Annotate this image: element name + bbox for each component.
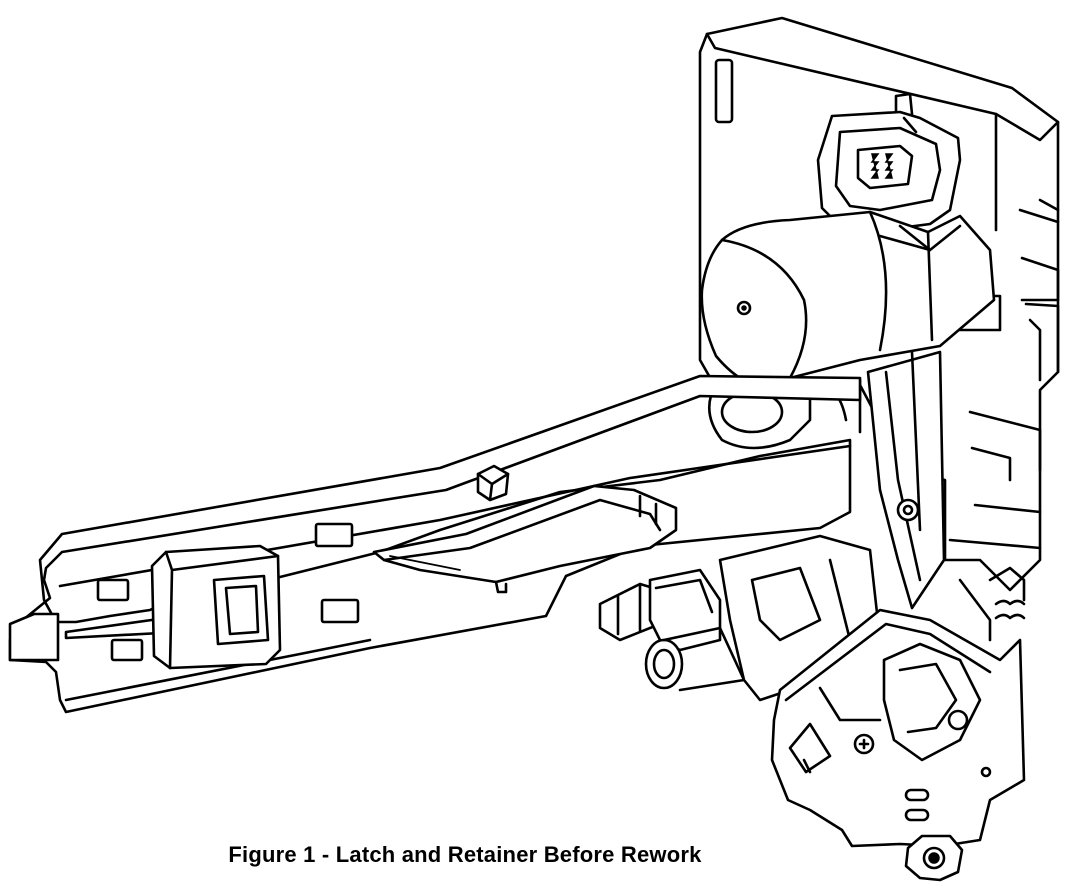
- release-lever: [372, 484, 678, 594]
- figure-caption: Figure 1 - Latch and Retainer Before Rew…: [228, 842, 702, 867]
- electrical-connector: [816, 92, 962, 234]
- actuator-motor: [700, 210, 996, 450]
- latch-mechanism: [598, 350, 1026, 882]
- retainer-clip: [150, 544, 282, 670]
